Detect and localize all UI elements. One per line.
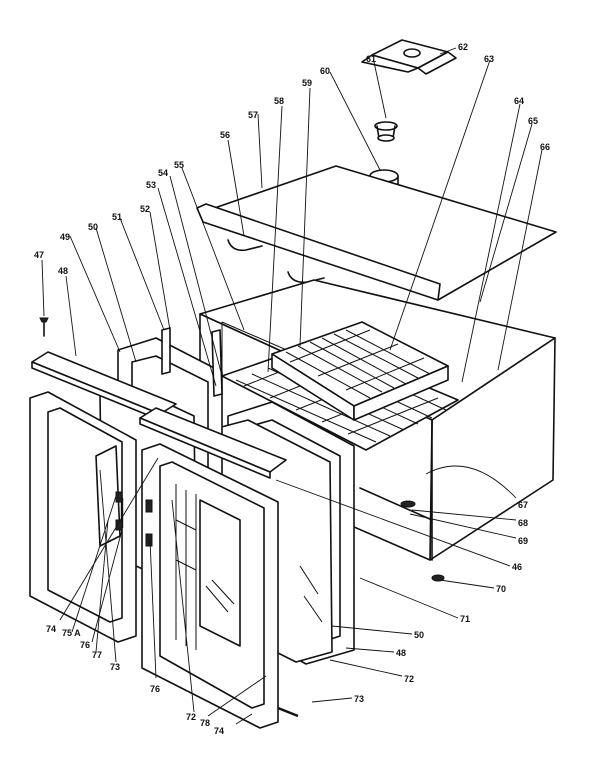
callout-67: 67 <box>518 500 528 510</box>
callout-74: 74 <box>46 624 56 634</box>
right-door-handle-bar <box>139 407 287 479</box>
callout-46: 46 <box>512 562 522 572</box>
callout-76-b: 76 <box>150 684 160 694</box>
callout-54: 54 <box>158 168 168 178</box>
callout-69: 69 <box>518 536 528 546</box>
callout-78: 78 <box>200 718 210 728</box>
right-door-frame <box>141 443 299 729</box>
top-panel <box>196 165 557 306</box>
callout-73: 73 <box>354 694 364 704</box>
callout-61: 61 <box>366 54 376 64</box>
callout-62: 62 <box>458 42 468 52</box>
callout-73-b: 73 <box>110 662 120 672</box>
callout-59: 59 <box>302 78 312 88</box>
callout-57: 57 <box>248 110 258 120</box>
callout-48-b: 48 <box>396 648 406 658</box>
leader-lines <box>41 47 543 725</box>
callout-56: 56 <box>220 130 230 140</box>
callout-49: 49 <box>60 232 70 242</box>
callout-66: 66 <box>540 142 550 152</box>
callout-53: 53 <box>146 180 156 190</box>
callout-72-b: 72 <box>186 712 196 722</box>
callout-72: 72 <box>404 674 414 684</box>
callout-76: 76 <box>80 640 90 650</box>
callout-51: 51 <box>112 212 122 222</box>
top-mounting-bracket <box>361 39 457 75</box>
callout-48: 48 <box>58 266 68 276</box>
callout-58: 58 <box>274 96 284 106</box>
callout-65: 65 <box>528 116 538 126</box>
door-handle-bar <box>31 351 177 421</box>
callout-55: 55 <box>174 160 184 170</box>
callout-labels: 47 48 49 50 51 52 53 54 55 56 57 58 59 6… <box>34 42 550 736</box>
callout-68: 68 <box>518 518 528 528</box>
callout-47: 47 <box>34 250 44 260</box>
screw <box>39 317 49 337</box>
callout-74-b: 74 <box>214 726 224 736</box>
callout-75a: 75 A <box>62 628 81 638</box>
callout-64: 64 <box>514 96 524 106</box>
vent-fitting <box>374 121 398 142</box>
callout-50-b: 50 <box>414 630 424 640</box>
callout-71: 71 <box>460 614 470 624</box>
callout-77: 77 <box>92 650 102 660</box>
callout-70: 70 <box>496 584 506 594</box>
broiler-pan <box>271 321 449 421</box>
callout-52: 52 <box>140 204 150 214</box>
callout-50: 50 <box>88 222 98 232</box>
callout-63: 63 <box>484 54 494 64</box>
callout-60: 60 <box>320 66 330 76</box>
